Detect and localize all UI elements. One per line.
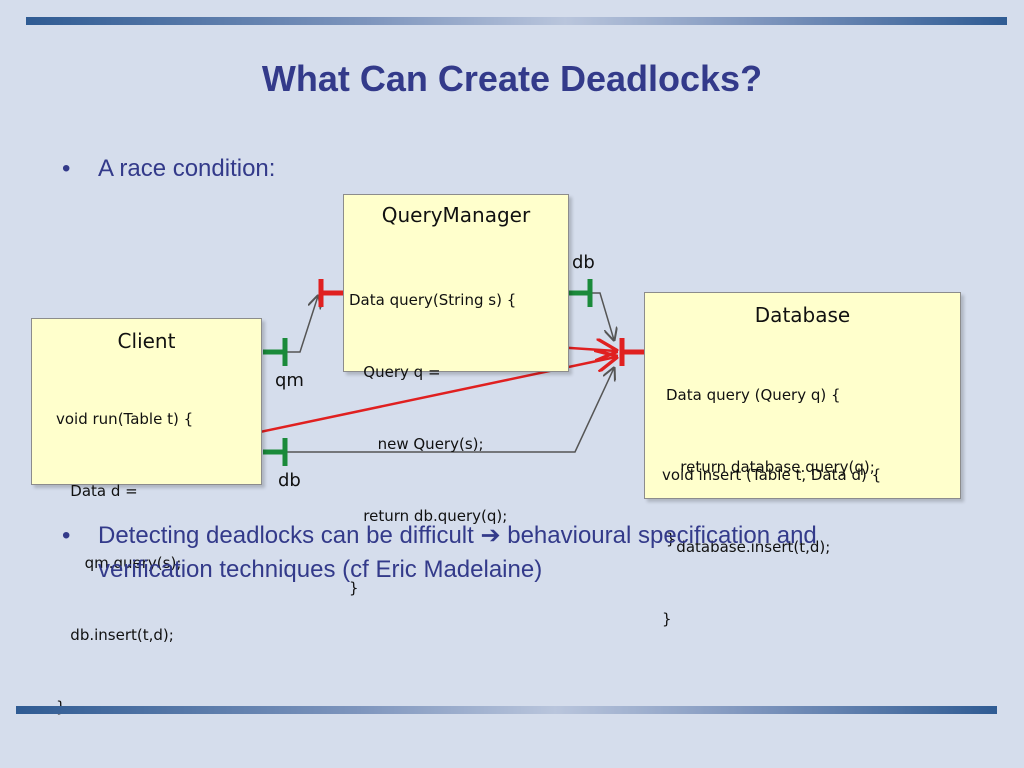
code-line: Data query (Query q) {	[666, 386, 841, 404]
connector-client-to-db	[287, 368, 614, 453]
code-line: }	[349, 579, 359, 597]
slide-title: What Can Create Deadlocks?	[261, 58, 763, 99]
bullet-text-line: verification techniques (cf Eric Madelai…	[98, 556, 543, 583]
bullet-marker: •	[62, 155, 71, 182]
query-manager-title: QueryManager	[381, 203, 531, 227]
bullet-text-line: Detecting deadlocks can be difficult ➔ b…	[98, 522, 817, 549]
bottom-rule	[16, 706, 997, 714]
code-line: new Query(s);	[349, 435, 484, 453]
code-line: database.insert(t,d);	[662, 538, 831, 556]
code-line: void insert (Table t, Data d) {	[662, 466, 882, 484]
qm-reference-label: qm	[275, 370, 304, 391]
code-line: Query q =	[349, 363, 441, 381]
code-line: Data query(String s) {	[349, 291, 517, 309]
bullet-text: A race condition:	[98, 155, 276, 182]
client-code: void run(Table t) { Data d = qm.query(s)…	[56, 359, 193, 767]
bullet-marker: •	[62, 522, 71, 549]
database-insert-code: void insert (Table t, Data d) { database…	[662, 415, 881, 679]
query-manager-box: QueryManager Data query(String s) { Quer…	[343, 194, 569, 597]
code-line: Data d =	[56, 482, 138, 500]
query-manager-code: Data query(String s) { Query q = new Que…	[349, 240, 516, 648]
database-box: Database Data query (Query q) { return d…	[644, 292, 961, 628]
db-reference-label: db	[572, 252, 595, 273]
code-line: }	[662, 610, 672, 628]
code-line: qm.query(s);	[56, 554, 182, 572]
client-title: Client	[117, 329, 176, 353]
top-rule	[26, 17, 1007, 25]
connector-client-to-qm	[287, 296, 318, 353]
code-line: return db.query(q);	[349, 507, 508, 525]
code-line: void run(Table t) {	[56, 410, 194, 428]
database-title: Database	[754, 303, 851, 327]
code-line: }	[666, 530, 676, 548]
code-line: return database.query(q);	[666, 458, 875, 476]
db-reference-label: db	[278, 470, 301, 491]
code-line: db.insert(t,d);	[56, 626, 174, 644]
bullet-text: Detecting deadlocks can be difficult ➔ b…	[98, 519, 817, 587]
database-query-code: Data query (Query q) { return database.q…	[666, 335, 875, 599]
client-box: Client void run(Table t) { Data d = qm.q…	[31, 318, 262, 716]
connector-qm-to-db	[592, 292, 614, 340]
